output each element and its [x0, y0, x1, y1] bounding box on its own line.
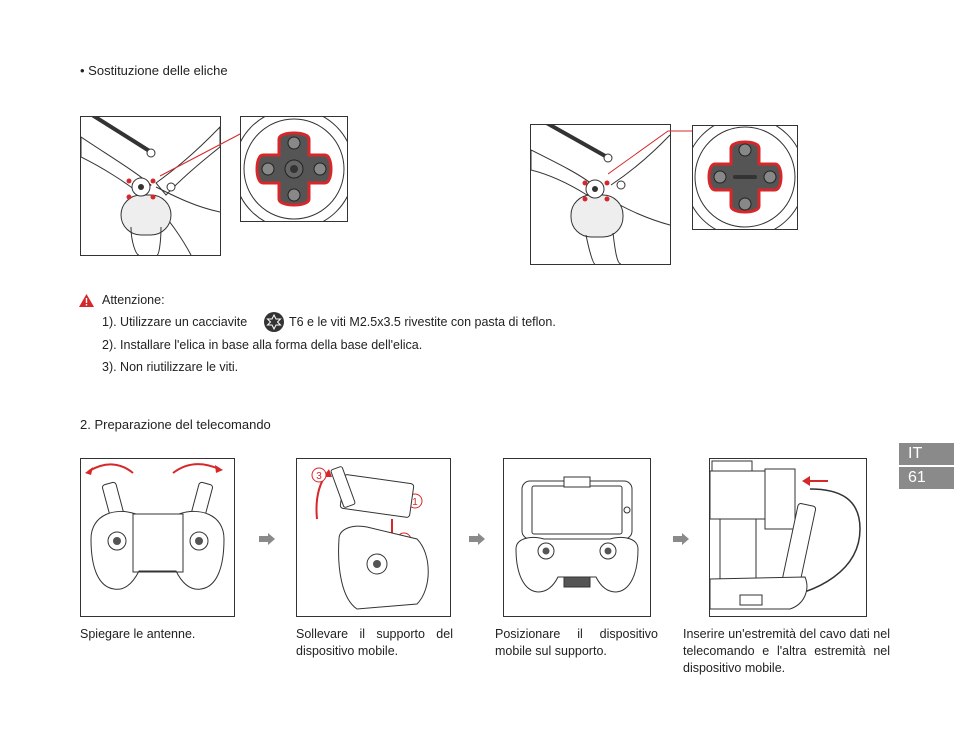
step-3-caption: Posizionare il dispositivo mobile sul su…: [495, 627, 658, 658]
step-4-image: [709, 458, 867, 617]
arrow-right-icon: [259, 533, 275, 545]
step-3-image: [503, 458, 651, 617]
step-1-caption: Spiegare le antenne.: [80, 627, 196, 641]
propeller-detail-1: [240, 116, 348, 222]
section-title-propellers: • Sostituzione delle eliche: [80, 63, 228, 78]
warning-item-2: 2). Installare l'elica in base alla form…: [102, 338, 423, 352]
warning-item-1-end: T6 e le viti M2.5x3.5 rivestite con past…: [289, 315, 556, 329]
step-2-marker-1: 1: [412, 497, 418, 508]
callout-line-2: [608, 130, 694, 175]
arrow-right-icon: [469, 533, 485, 545]
warning-heading: Attenzione:: [102, 293, 165, 307]
callout-line-1: [160, 132, 243, 177]
step-4-caption: Inserire un'estremità del cavo dati nel …: [683, 627, 890, 675]
step-1-image: [80, 458, 235, 617]
warning-item-1-start: 1). Utilizzare un cacciavite: [102, 315, 248, 329]
step-2-marker-3: 3: [316, 471, 322, 482]
step-2-caption: Sollevare il supporto del dispositivo mo…: [296, 627, 453, 658]
language-tab: IT: [899, 443, 954, 465]
step-2-image: 3 1 2: [296, 458, 451, 617]
propeller-figure-2: [530, 124, 671, 265]
section-title-remote: 2. Preparazione del telecomando: [80, 417, 271, 432]
torx-screwdriver-icon: [264, 312, 284, 332]
propeller-detail-2: [692, 125, 798, 230]
page-number: 61: [899, 467, 954, 489]
warning-item-3: 3). Non riutilizzare le viti.: [102, 360, 239, 374]
arrow-right-icon: [673, 533, 689, 545]
warning-icon: [79, 294, 94, 307]
propeller-figure-1: [80, 116, 221, 256]
